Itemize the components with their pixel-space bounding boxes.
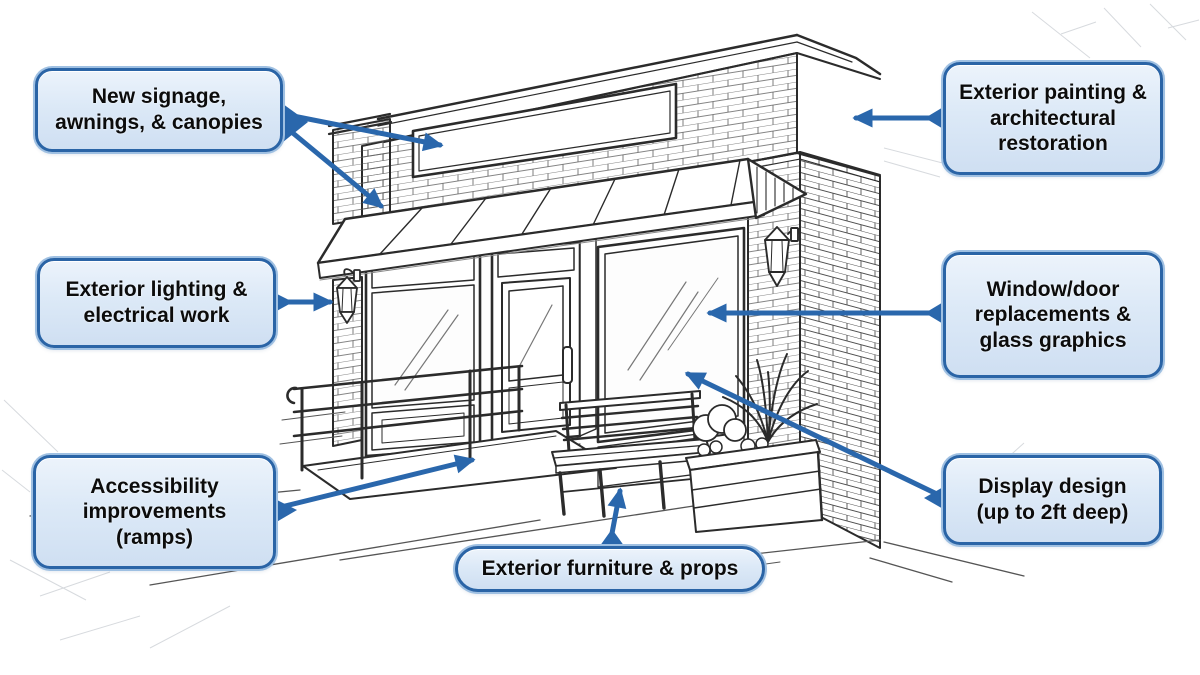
sign-board: [411, 82, 678, 179]
awning: [316, 157, 808, 281]
arrow-to-bench: [607, 487, 627, 547]
callout-exterior-painting: Exterior painting & architectural restor…: [943, 62, 1163, 175]
arrow-to-awning: [285, 126, 384, 209]
annotation-arrows: [276, 108, 944, 547]
left-display-window: [364, 248, 482, 458]
building: [29, 33, 1025, 586]
callout-exterior-furniture: Exterior furniture & props: [455, 546, 765, 592]
left-wall-lantern: [336, 268, 361, 324]
callout-accessibility: Accessibility improvements (ramps): [33, 455, 276, 569]
bench: [551, 390, 711, 518]
right-wall-lantern: [764, 226, 800, 287]
planter-box: [685, 353, 824, 533]
callout-exterior-lighting: Exterior lighting & electrical work: [37, 258, 276, 348]
arrow-to-sign: [285, 112, 444, 152]
arrow-to-ramp: [278, 454, 476, 510]
callout-window-door: Window/door replacements & glass graphic…: [943, 252, 1163, 378]
callout-display-design: Display design (up to 2ft deep): [943, 455, 1162, 545]
callout-new-signage: New signage, awnings, & canopies: [35, 68, 283, 152]
arrow-to-display-area: [684, 371, 944, 499]
